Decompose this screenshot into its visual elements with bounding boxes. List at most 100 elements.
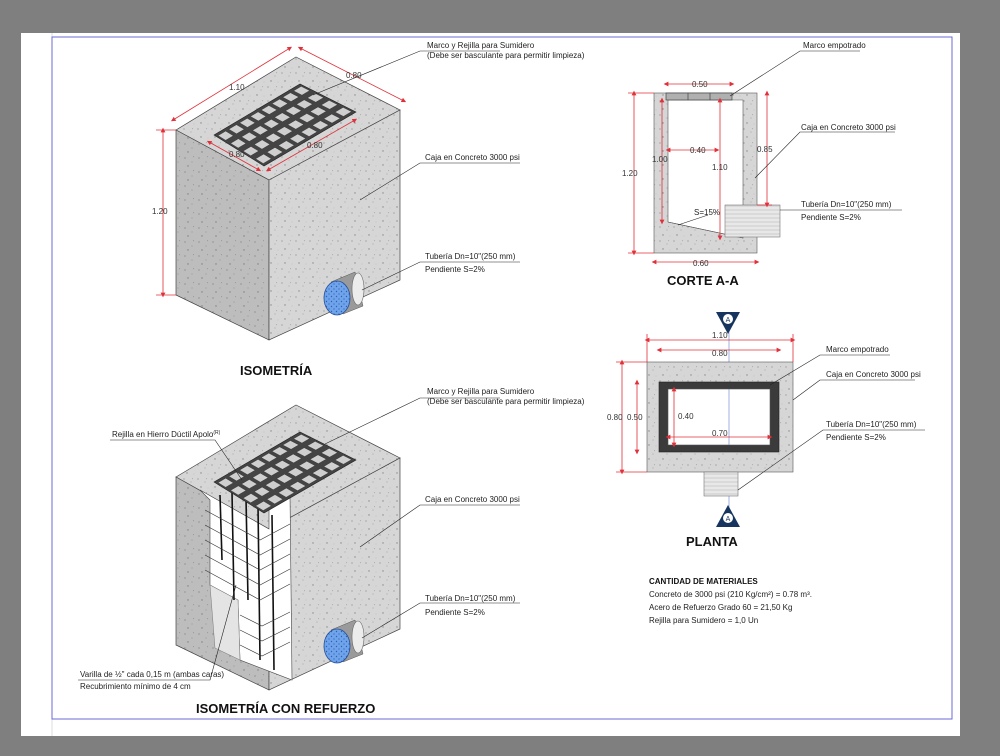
rebar-hoops xyxy=(204,509,291,657)
label-slope: Pendiente S=2% xyxy=(425,265,485,274)
grate-slot xyxy=(312,468,329,478)
grate-slot xyxy=(271,446,289,456)
grate-slot xyxy=(230,485,247,496)
svg-text:A: A xyxy=(726,516,731,523)
grate-slot xyxy=(242,493,259,503)
grate-slot xyxy=(263,466,280,476)
grate-slot xyxy=(307,441,324,451)
dim-0-80-grate-a: 0.80 xyxy=(229,150,245,159)
grate-slot xyxy=(323,461,341,471)
dim-1-10: 1.10 xyxy=(229,83,245,92)
label-embedded-frame: Marco empotrado xyxy=(826,345,889,354)
grate-slot xyxy=(334,107,352,117)
grate-slot xyxy=(254,486,271,497)
grate-slot xyxy=(289,481,306,491)
label-rebar: Varilla de ½" cada 0,15 m (ambas caras) xyxy=(80,670,224,679)
dim-0-50: 0.50 xyxy=(692,80,708,89)
grate xyxy=(213,431,357,514)
label-slope: Pendiente S=2% xyxy=(826,433,886,442)
reinforced-isometric-view: Marco y Rejilla para Sumidero (Debe ser … xyxy=(78,387,585,716)
title-isometria: ISOMETRÍA xyxy=(240,363,313,378)
grate-slot xyxy=(298,461,316,471)
label-pipe: Tubería Dn=10"(250 mm) xyxy=(425,594,516,603)
dim-1-10: 1.10 xyxy=(712,163,728,172)
grate-slot xyxy=(217,130,234,141)
grate-slot xyxy=(217,478,234,488)
isometric-view: 1.10 0.80 0.80 0.80 1.20 Marco y Rejilla… xyxy=(152,41,585,378)
title-planta: PLANTA xyxy=(686,534,738,549)
plan-view: A A 1.10 0.80 0.80 0.50 0.40 0.70 Marco … xyxy=(607,312,925,549)
title-isometria-refuerzo: ISOMETRÍA CON REFUERZO xyxy=(196,701,375,716)
label-grate-note: (Debe ser basculante para permitir limpi… xyxy=(427,51,585,60)
grate-slot xyxy=(309,454,327,464)
dim-0-60: 0.60 xyxy=(693,259,709,268)
grate-slot xyxy=(285,453,302,464)
grate-slot xyxy=(287,467,304,477)
grate-slot xyxy=(250,459,267,469)
dim-0-80-grate-b: 0.80 xyxy=(307,141,323,150)
grate-slot xyxy=(241,132,258,142)
dim-0-80-top: 0.80 xyxy=(712,349,728,358)
label-slope: Pendiente S=2% xyxy=(425,608,485,617)
label-grate-note: (Debe ser basculante para permitir limpi… xyxy=(427,397,585,406)
grate-slot xyxy=(300,474,318,485)
title-corte: CORTE A-A xyxy=(667,273,739,288)
dim-0-40: 0.40 xyxy=(690,146,706,155)
dim-1-20: 1.20 xyxy=(152,207,168,216)
label-cover: Recubrimiento mínimo de 4 cm xyxy=(80,682,191,691)
grate-slot xyxy=(282,440,299,450)
materials-heading: CANTIDAD DE MATERIALES xyxy=(649,577,758,586)
grate-slot xyxy=(309,106,327,117)
label-pipe: Tubería Dn=10"(250 mm) xyxy=(425,252,516,261)
grate-slot xyxy=(296,447,313,457)
rebar xyxy=(219,491,275,671)
dim-0-80-left: 0.80 xyxy=(607,413,623,422)
label-box: Caja en Concreto 3000 psi xyxy=(826,370,921,379)
label-box: Caja en Concreto 3000 psi xyxy=(425,495,520,504)
material-grate: Rejilla para Sumidero = 1,0 Un xyxy=(649,616,758,625)
embedded-frame xyxy=(665,92,733,101)
label-slope-15: S=15% xyxy=(694,208,720,217)
grate-slot xyxy=(278,487,295,498)
dim-1-10: 1.10 xyxy=(712,331,728,340)
grate-slot xyxy=(265,480,282,490)
grate-slot xyxy=(239,465,256,475)
label-box: Caja en Concreto 3000 psi xyxy=(801,123,896,132)
grate-slot xyxy=(334,455,352,465)
pipe xyxy=(323,619,365,664)
section-marker-top: A xyxy=(716,312,740,334)
dim-0-50: 0.50 xyxy=(627,413,643,422)
grate-slot xyxy=(228,471,245,482)
dim-1-20: 1.20 xyxy=(622,169,638,178)
label-grate: Marco y Rejilla para Sumidero xyxy=(427,387,535,396)
dim-0-70: 0.70 xyxy=(712,429,728,438)
label-pipe: Tubería Dn=10"(250 mm) xyxy=(826,420,917,429)
grate-bars xyxy=(217,434,352,511)
section-marker-bottom: A xyxy=(716,505,740,527)
materials-table: CANTIDAD DE MATERIALES Concreto de 3000 … xyxy=(649,577,812,625)
grate-slot xyxy=(228,124,245,134)
sheet-frame xyxy=(51,36,953,720)
grate-slot xyxy=(252,472,269,483)
label-box: Caja en Concreto 3000 psi xyxy=(425,153,520,162)
grate-slot xyxy=(260,452,278,463)
label-embedded-frame: Marco empotrado xyxy=(803,41,866,50)
dim-0-40: 0.40 xyxy=(678,412,694,421)
material-steel: Acero de Refuerzo Grado 60 = 21,50 Kg xyxy=(649,603,792,612)
grate-slot xyxy=(241,479,258,489)
label-pipe: Tubería Dn=10"(250 mm) xyxy=(801,200,892,209)
grate-slot xyxy=(320,448,338,458)
section-pipe xyxy=(724,204,781,238)
drawing-sheet xyxy=(21,33,960,736)
label-slope: Pendiente S=2% xyxy=(801,213,861,222)
grate-slot xyxy=(276,474,293,484)
label-ductile-grate: Rejilla en Hierro Dúctil Apolo(R) xyxy=(112,430,221,439)
grate-slot xyxy=(293,434,310,444)
material-concrete: Concreto de 3000 psi (210 Kg/cm²) = 0.78… xyxy=(649,590,812,599)
section-a-a: S=15% 0.50 0.40 1.10 1.00 1.20 0.85 0.60… xyxy=(622,41,902,288)
label-grate: Marco y Rejilla para Sumidero xyxy=(427,41,535,50)
dim-0-80-top: 0.80 xyxy=(346,71,362,80)
dim-0-85: 0.85 xyxy=(757,145,773,154)
